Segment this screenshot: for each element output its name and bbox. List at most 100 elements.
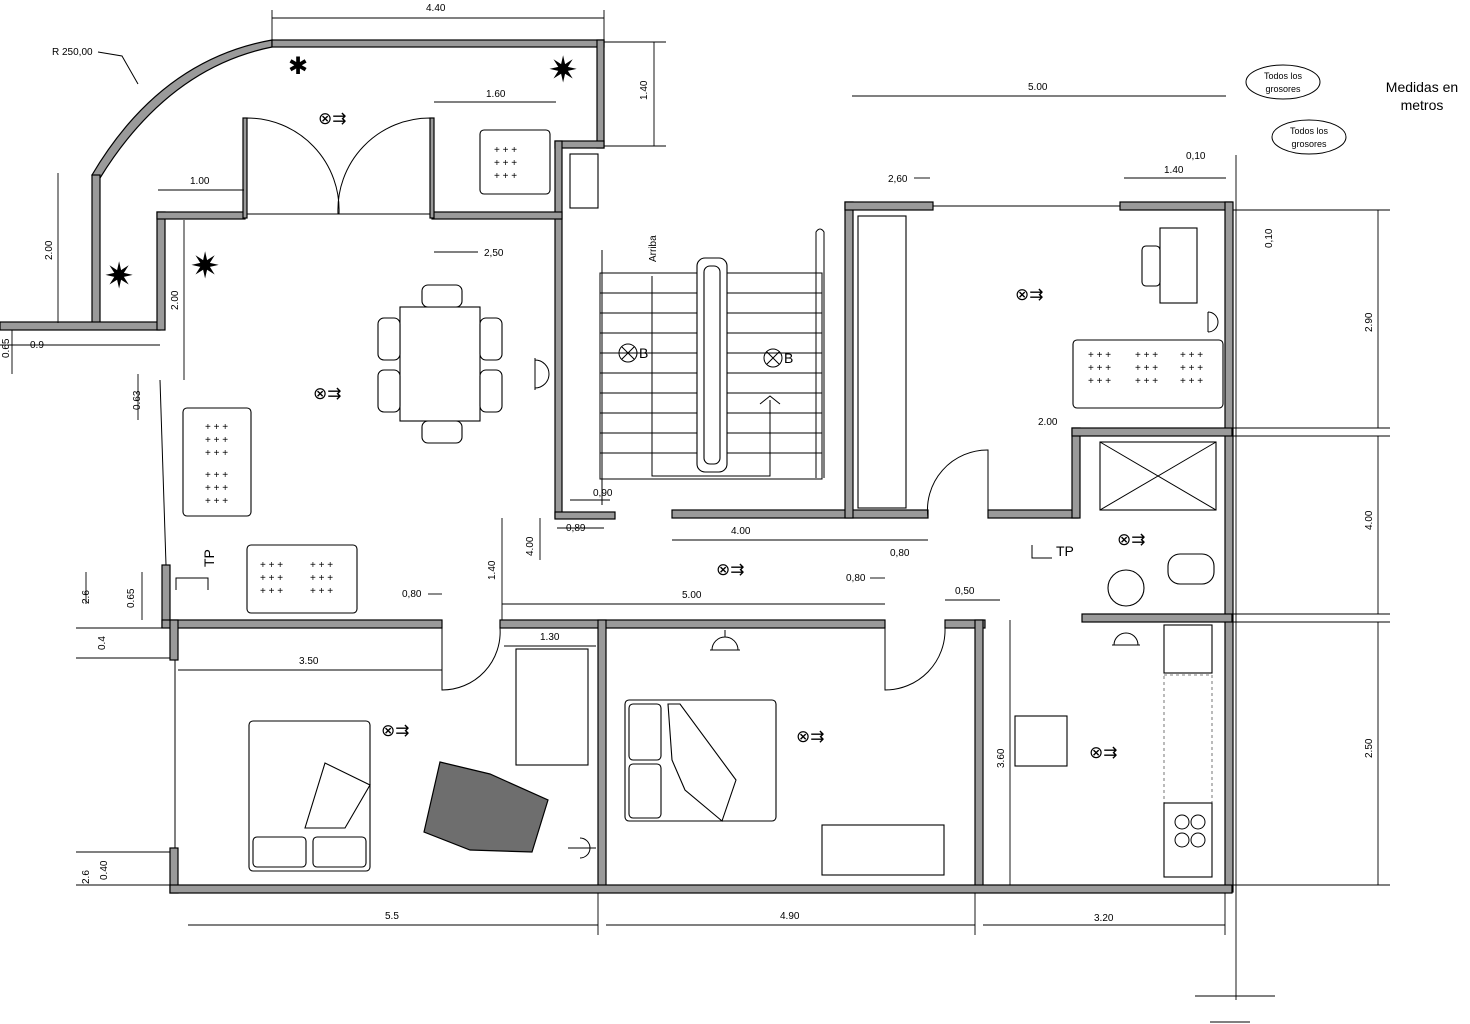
wardrobe-bedroom-1 [515, 648, 589, 766]
door-jamb-right [429, 117, 435, 219]
light-b-label-1: B [639, 345, 648, 361]
note-2-line1: Todos los [1290, 126, 1329, 136]
chair-right-2 [479, 369, 503, 413]
wall-top [271, 39, 605, 48]
legend-title-line1: Medidas en [1385, 79, 1459, 95]
svg-text:+ + +: + + + [205, 496, 228, 507]
chair-bottom [421, 420, 463, 444]
svg-text:+ + +: + + + [494, 158, 517, 169]
wall-mid-1 [161, 619, 443, 629]
chair-top [421, 284, 463, 308]
dim-stair-0-90: 0,90 [593, 488, 613, 499]
stair-handrails [601, 228, 825, 505]
dim-low-2-6b: 2.6 [81, 870, 92, 884]
dim-right-5-00: 5.00 [1028, 82, 1048, 93]
svg-text:+ + +: + + + [1180, 350, 1203, 361]
sofa-living-bottom [246, 544, 358, 614]
stair-handrail-inner [703, 265, 721, 465]
plant-icons: ✷✷✷ [104, 49, 578, 296]
chair-right-1 [479, 317, 503, 361]
wardrobe-hall [857, 215, 907, 509]
dim-low-3-60: 3.60 [996, 748, 1007, 768]
wall-bed-divider [597, 619, 607, 893]
furniture: + + + + + + + + + + + + + + + + + + + + + + +… [104, 49, 1224, 878]
dim-bot-3-20: 3.20 [1094, 913, 1114, 924]
dim-top-1-60: 1.60 [486, 89, 506, 100]
wall-stair-bottom-1 [554, 511, 616, 520]
svg-text:+ + +: + + + [1135, 376, 1158, 387]
dim-top-1-00: 1.00 [190, 176, 210, 187]
wall-living-left [156, 211, 166, 331]
chair-left-1 [377, 317, 401, 361]
dim-low-0-4: 0.4 [97, 636, 108, 650]
dim-mid-0-80a: 0,80 [402, 589, 422, 600]
wall-right-block-left [844, 201, 854, 519]
dim-right-0-10a: 0,10 [1186, 151, 1206, 162]
note-2-line2: grosores [1291, 139, 1327, 149]
radius-leader [97, 51, 139, 85]
dim-bot-4-90: 4.90 [780, 911, 800, 922]
svg-text:+ + +: + + + [205, 422, 228, 433]
dim-low-3-50: 3.50 [299, 656, 319, 667]
dim-right-0-10b: 0,10 [1264, 228, 1275, 248]
wall-balcony-bottom [0, 321, 161, 331]
kitchen-sink [1163, 624, 1213, 674]
bed-1-sheet [304, 762, 371, 829]
dim-right-4-00: 4.00 [1364, 510, 1375, 530]
stair-arrow [651, 276, 781, 477]
svg-text:+ + +: + + + [260, 586, 283, 597]
note-1-line1: Todos los [1264, 71, 1303, 81]
svg-text:+ + +: + + + [494, 145, 517, 156]
stove [1163, 802, 1213, 878]
wardrobe-bedroom-2 [821, 824, 945, 876]
kitchen-table [1014, 715, 1068, 767]
svg-text:+ + +: + + + [494, 171, 517, 182]
wall-living-top-right [431, 211, 563, 220]
svg-text:+ + +: + + + [205, 470, 228, 481]
chair-left-2 [377, 369, 401, 413]
svg-text:+ + +: + + + [1180, 376, 1203, 387]
svg-text:✷: ✷ [190, 245, 220, 286]
sofa-right-room [1072, 339, 1224, 409]
dim-left-2-00a: 2.00 [44, 240, 55, 260]
legend-title: Medidas en metros [1372, 78, 1470, 114]
dim-stair-4-00v: 4.00 [525, 536, 536, 556]
wall-kitchen-top [1081, 613, 1233, 623]
svg-text:✷: ✷ [104, 255, 134, 296]
dining-table [399, 306, 481, 422]
svg-text:+ + +: + + + [1180, 363, 1203, 374]
tp-label-1: TP [201, 549, 217, 567]
sofa-cushions: + + + + + + + + + + + + + + + + + + + + + + +… [205, 145, 1203, 597]
desk-chair [1141, 245, 1161, 287]
wall-stair-bottom-2 [671, 509, 929, 519]
wall-bath-bottom [987, 509, 1079, 519]
note-bubble-2 [1271, 119, 1347, 155]
doors [246, 117, 989, 691]
dimension-lines [0, 10, 1390, 1023]
light-b-1: B [618, 343, 648, 363]
stair-label-arriba: Arriba [648, 235, 659, 262]
svg-text:⊗⇉: ⊗⇉ [1117, 530, 1146, 549]
dim-left-0-65: 0.65 [1, 338, 12, 358]
svg-text:+ + +: + + + [310, 560, 333, 571]
svg-text:+ + +: + + + [205, 435, 228, 446]
svg-text:+ + +: + + + [310, 573, 333, 584]
wall-mid-2 [499, 619, 886, 629]
wall-right-top-2 [1119, 201, 1233, 211]
door-jamb-left [242, 117, 248, 219]
wall-lamps [534, 311, 1219, 859]
dim-low-0-65: 0.65 [126, 588, 137, 608]
dim-mid-5-00: 5.00 [682, 590, 702, 601]
wall-stair-left [554, 140, 563, 519]
svg-text:⊗⇉: ⊗⇉ [1015, 285, 1044, 304]
dim-top-1-40: 1.40 [639, 80, 650, 100]
bed-1 [248, 720, 371, 872]
dim-right-2-90: 2.90 [1364, 312, 1375, 332]
door-hall [926, 449, 989, 519]
svg-text:+ + +: + + + [205, 448, 228, 459]
note-1-line2: grosores [1265, 84, 1301, 94]
dim-mid-1-40: 1.40 [487, 560, 498, 580]
svg-text:+ + +: + + + [1088, 363, 1111, 374]
dim-right-2-00: 2.00 [1038, 417, 1058, 428]
stairs: Arriba B B [569, 153, 825, 505]
